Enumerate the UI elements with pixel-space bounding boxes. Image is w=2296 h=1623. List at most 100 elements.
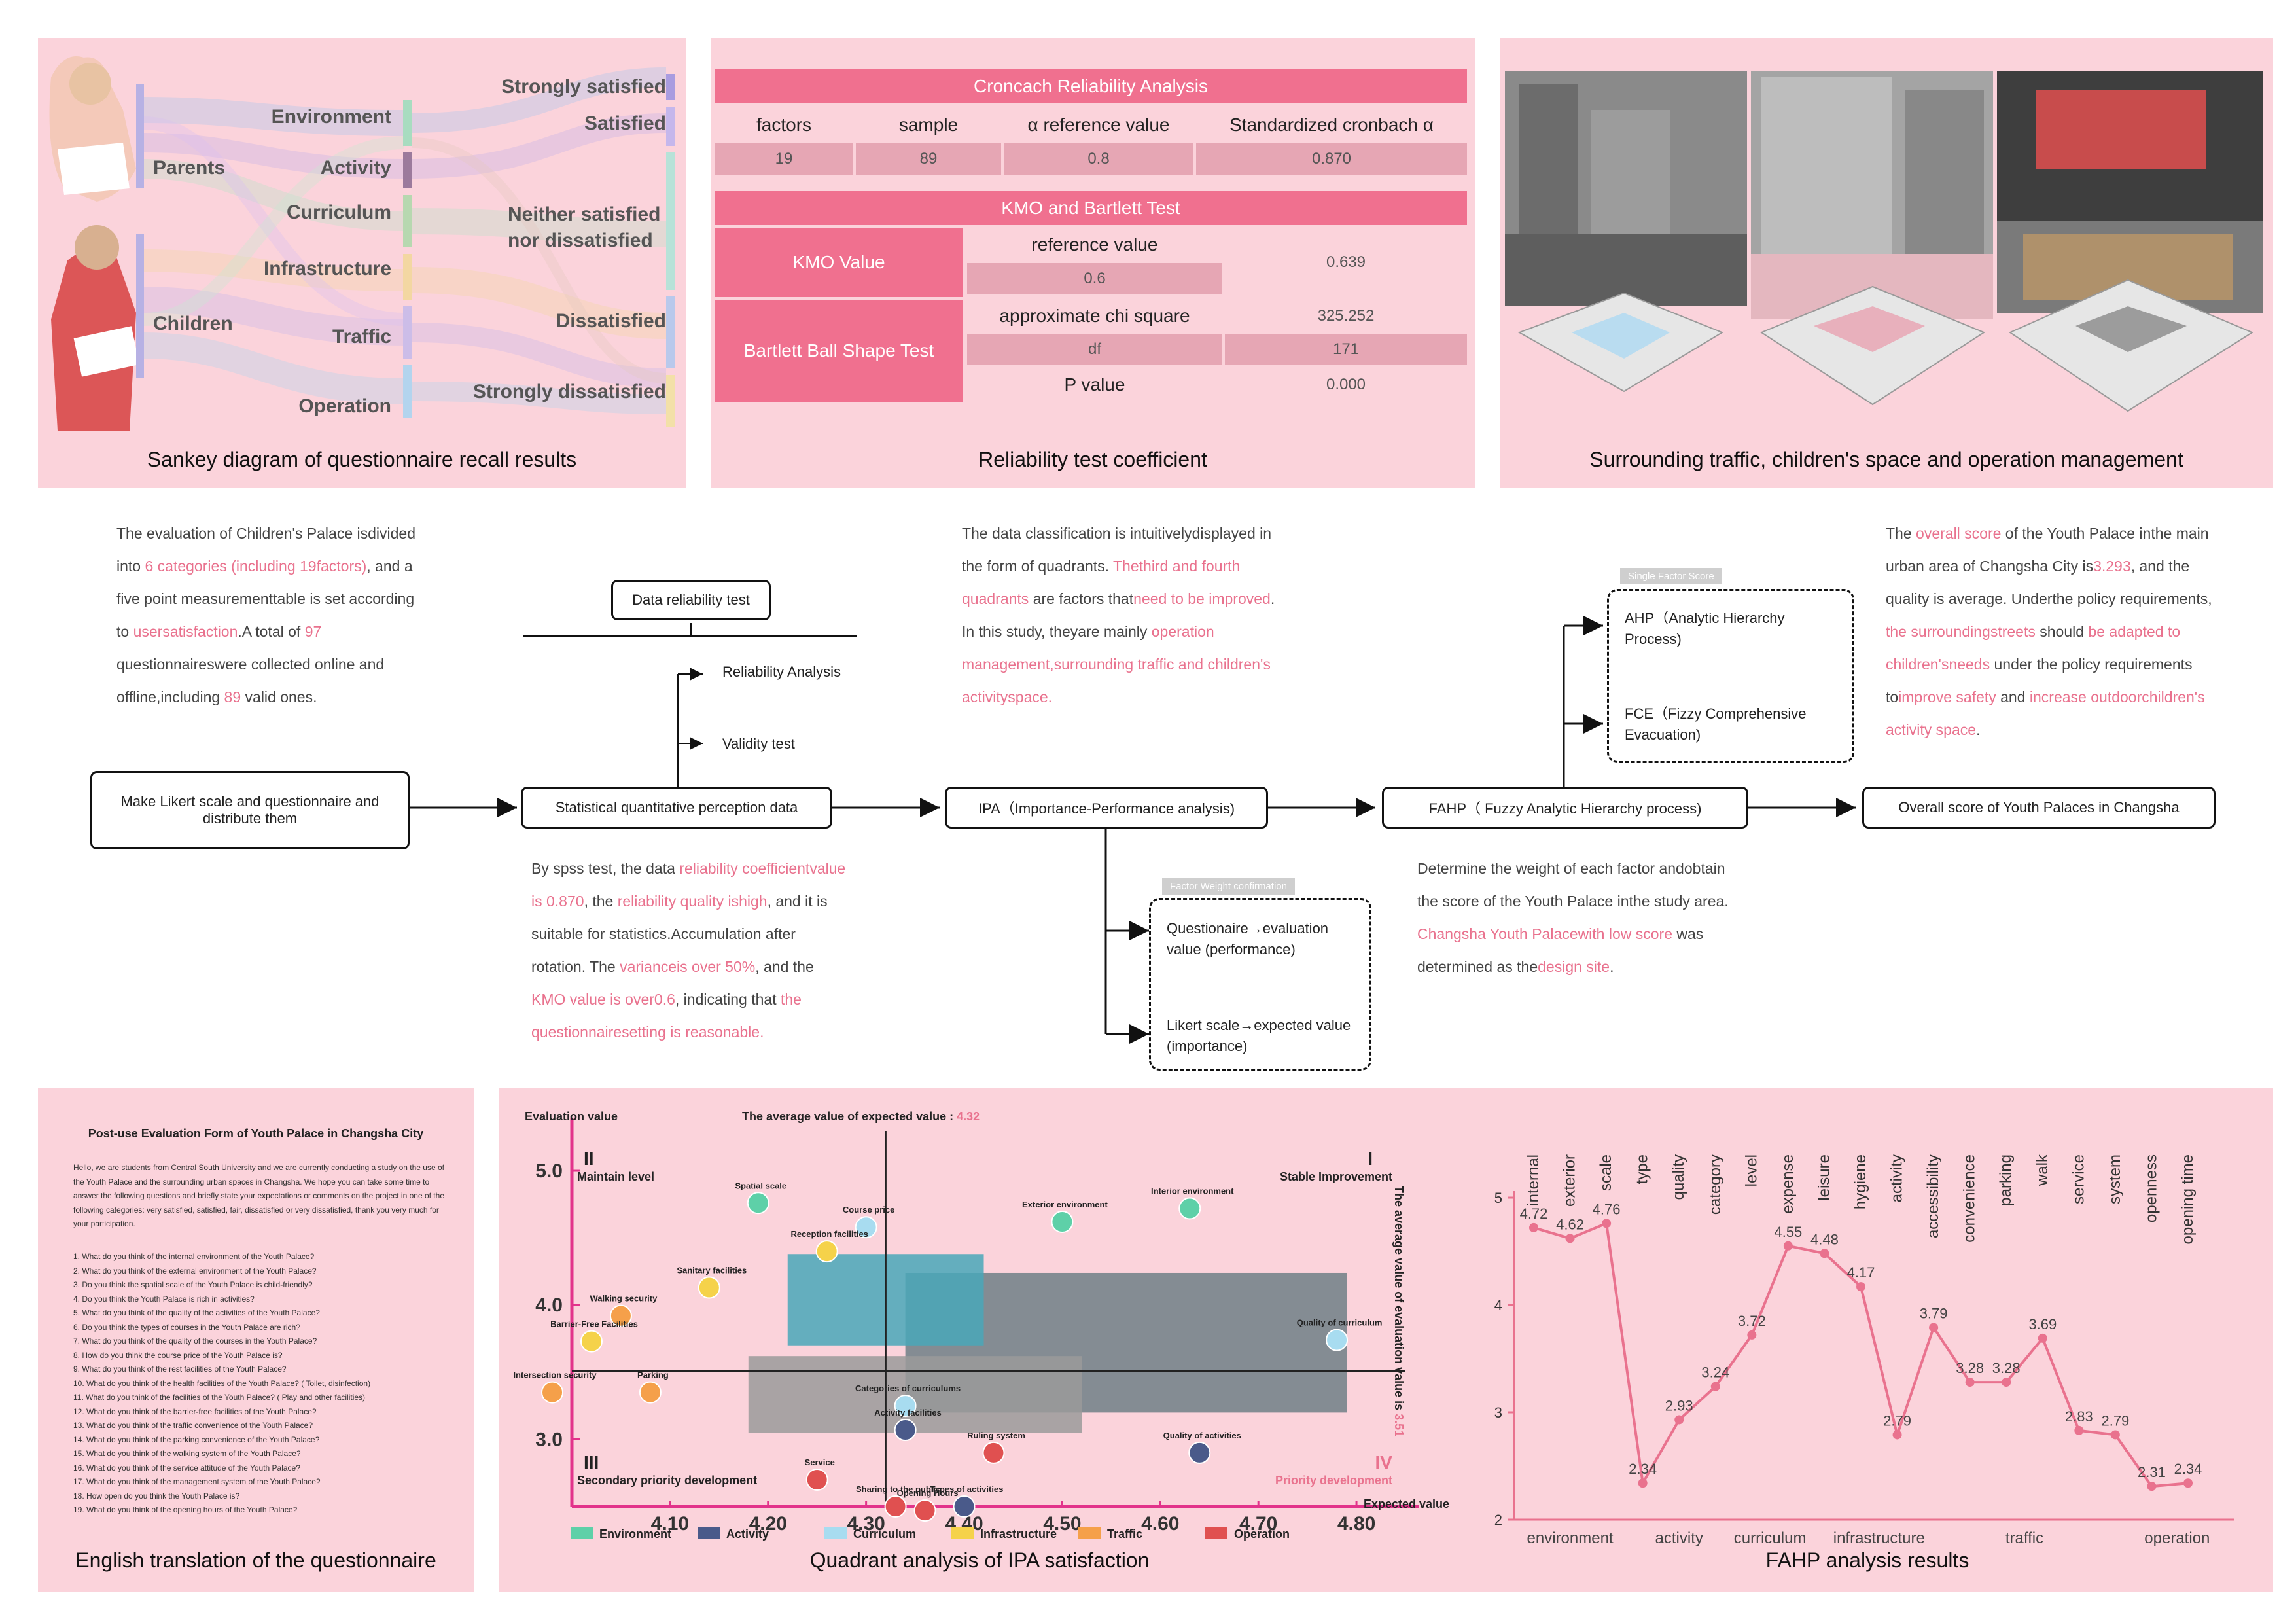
fahp-series-line [1533, 1221, 2189, 1488]
reliability-caption: Reliability test coefficient [978, 448, 1207, 471]
highlight-text: is over 50% [677, 958, 756, 975]
fahp-box: FAHP（ Fuzzy Analytic Hierarchy process) [1382, 787, 1748, 829]
ipa-photo [748, 1356, 1082, 1433]
highlight-text: 3.293 [2093, 558, 2131, 575]
note-text: questionnaires [116, 656, 215, 673]
ipa-point-label: Walking security [590, 1294, 658, 1304]
ipa-point-label: Sanitary facilities [677, 1266, 747, 1275]
sankey-flows [143, 67, 667, 414]
cronbach-value-standardized: 0.870 [1196, 143, 1467, 175]
fahp-point [1747, 1330, 1757, 1340]
ipa-point [815, 1240, 838, 1263]
question-item: 3. Do you think the spatial scale of the… [73, 1280, 313, 1289]
note-text: Determine the weight of each factor and [1417, 860, 1684, 877]
fahp-value-label: 4.55 [1774, 1224, 1802, 1240]
question-item: 15. What do you think of the walking sys… [73, 1449, 301, 1458]
sankey-cat-activity: Activity [320, 157, 391, 179]
note-text: , the [584, 893, 618, 910]
fahp-factor-label: convenience [1961, 1154, 1979, 1243]
fahp-value-label: 3.24 [1701, 1364, 1729, 1381]
fahp-factor-label: exterior [1561, 1154, 1579, 1207]
fahp-point [1965, 1378, 1975, 1387]
highlight-text: 97 [304, 623, 322, 640]
sankey-category-bars [403, 100, 412, 418]
ipa-point [1178, 1197, 1201, 1220]
fahp-factor-label: accessibility [1924, 1154, 1942, 1238]
kmo-reference-value: 0.6 [967, 263, 1222, 294]
cronbach-value-factors: 19 [715, 143, 853, 175]
legend-swatch [1205, 1527, 1227, 1539]
fahp-value-label: 4.48 [1810, 1231, 1839, 1247]
bartlett-label: Bartlett Ball Shape Test [715, 300, 963, 402]
x-tick-label: 4.30 [847, 1513, 885, 1535]
cronbach-title: Croncach Reliability Analysis [715, 69, 1467, 103]
kmo-value: 0.639 [1326, 253, 1366, 271]
legend-swatch [698, 1527, 720, 1539]
note-text: , and the [755, 958, 814, 975]
fahp-value-label: 4.72 [1520, 1205, 1548, 1222]
x-tick-label: 4.80 [1337, 1513, 1375, 1535]
highlight-text: operation management, [962, 623, 1214, 673]
fahp-value-label: 2.79 [2101, 1412, 2129, 1429]
ipa-point [894, 1419, 917, 1442]
ipa-point [884, 1495, 907, 1518]
questionnaire-title: Post-use Evaluation Form of Youth Palace… [88, 1127, 424, 1140]
x-tick-label: 4.60 [1141, 1513, 1179, 1535]
highlight-text: user [133, 623, 163, 640]
ipa-point [982, 1441, 1005, 1464]
note-text: of the Youth Palace in [2001, 525, 2151, 542]
x-tick-label: 4.10 [651, 1513, 689, 1535]
questionnaire-caption: English translation of the questionnaire [75, 1548, 436, 1572]
x-axis-title: Expected value [1364, 1497, 1449, 1510]
question-item: 14. What do you think of the parking con… [73, 1435, 320, 1444]
question-item: 13. What do you think of the traffic con… [73, 1421, 313, 1430]
fahp-factor-label: activity [1888, 1154, 1906, 1202]
ipa-point [1051, 1211, 1074, 1234]
highlight-text: needs [1949, 656, 1990, 673]
ahp-text: AHP（Analytic Hierarchy Process) [1625, 610, 1785, 647]
questionnaire-panel: Post-use Evaluation Form of Youth Palace… [38, 1088, 474, 1592]
ipa-point-label: Categories of curriculums [855, 1383, 961, 1393]
legend-label: Environment [599, 1527, 671, 1541]
ipa-point-label: Spatial scale [735, 1181, 786, 1190]
note-text: under the policy requirements to [1886, 656, 2193, 705]
highlight-text: the questionnaire [531, 991, 802, 1041]
quadrant-1-label: Stable Improvement [1280, 1170, 1392, 1183]
overall-score-box: Overall score of Youth Palaces in Changs… [1862, 787, 2216, 829]
question-item: 2. What do you think of the external env… [73, 1266, 317, 1275]
note-text: were collected online and offline, [116, 656, 385, 705]
fce-text: FCE（Fizzy Comprehensive Evacuation) [1625, 705, 1807, 743]
fahp-factor-label: openness [2142, 1154, 2160, 1222]
ipa-point-label: Course price [843, 1205, 894, 1215]
note-text: . In this study, they [962, 590, 1275, 640]
note-text: . [1976, 721, 1981, 738]
sankey-level-bars [666, 74, 675, 427]
questionnaire-list: 1. What do you think of the internal env… [73, 1250, 466, 1518]
avg-expected-value: 4.32 [957, 1110, 980, 1123]
df-value: 171 [1225, 334, 1467, 365]
y-tick-label: 4 [1494, 1297, 1502, 1313]
fahp-value-label: 4.62 [1556, 1216, 1584, 1232]
note-text: table is set according to [116, 590, 415, 640]
fahp-value-label: 2.79 [1883, 1412, 1911, 1429]
fahp-factor-label: scale [1597, 1154, 1615, 1191]
fahp-value-label: 3.28 [1992, 1360, 2021, 1376]
ipa-caption: Quadrant analysis of IPA satisfaction [809, 1548, 1150, 1572]
note-text: and [1996, 688, 2030, 705]
sankey-level-dissatisfied: Dissatisfied [556, 310, 666, 332]
fahp-value-label: 3.79 [1920, 1305, 1948, 1321]
ipa-point-label: Types of activities [930, 1484, 1004, 1494]
axonometric-models [1517, 279, 2254, 412]
fahp-point [1529, 1222, 1538, 1232]
legend-swatch [824, 1527, 847, 1539]
highlight-text: 6 categories (including 19 [145, 558, 317, 575]
highlight-text: children's activity space [1886, 688, 2205, 738]
fahp-value-label: 2.34 [1629, 1461, 1657, 1477]
question-item: 4. Do you think the Youth Palace is rich… [73, 1294, 255, 1304]
question-item: 17. What do you think of the management … [73, 1477, 321, 1486]
ipa-point [913, 1499, 936, 1522]
fahp-point [2038, 1333, 2047, 1343]
highlight-text: space. [1008, 688, 1053, 705]
